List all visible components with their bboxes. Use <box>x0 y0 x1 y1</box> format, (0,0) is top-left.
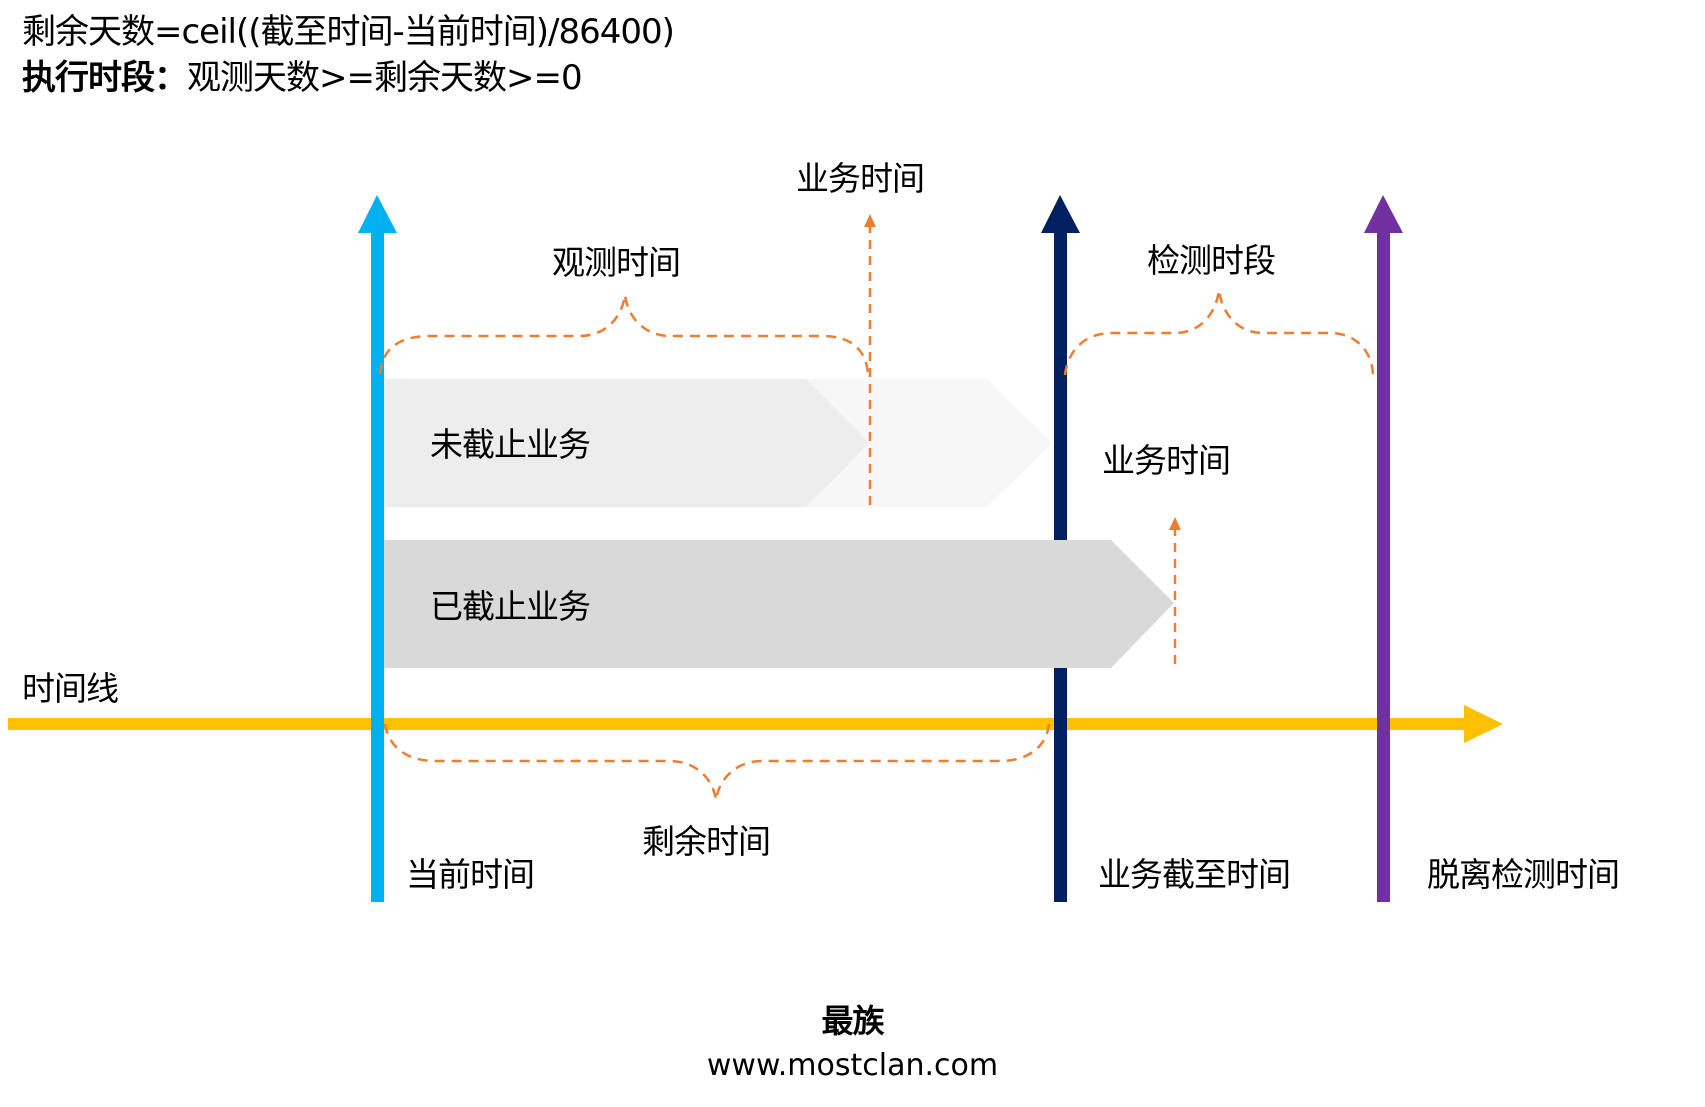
detach-detection-time-label: 脱离检测时间 <box>1427 855 1619 894</box>
deadline-arrowhead <box>1041 195 1080 233</box>
formula-execution-label: 执行时段： <box>22 58 188 98</box>
business-time-label-right: 业务时间 <box>1102 441 1230 480</box>
timeline-arrowhead <box>1464 705 1503 743</box>
detection-period-brace <box>1063 289 1375 376</box>
detach-time-line <box>1377 230 1390 902</box>
current-time-label: 当前时间 <box>406 855 534 894</box>
deadline-time-label: 业务截至时间 <box>1098 855 1290 894</box>
unexpired-business-bar <box>384 379 869 507</box>
observation-time-label: 观测时间 <box>552 243 680 282</box>
remaining-time-label: 剩余时间 <box>642 822 770 861</box>
business-time-arrowhead-right <box>1169 517 1181 530</box>
current-time-arrowhead <box>358 195 397 233</box>
timeline-shaft <box>8 718 1468 730</box>
detach-time-arrowhead <box>1364 195 1403 233</box>
formula-remaining-days: 剩余天数=ceil((截至时间-当前时间)/86400) <box>22 12 675 52</box>
brand-name: 最族 <box>821 1002 884 1040</box>
expired-business-label: 已截止业务 <box>430 587 590 626</box>
brand-url: www.mostclan.com <box>706 1048 999 1083</box>
remaining-time-brace <box>383 723 1051 801</box>
expired-business-bar <box>384 540 1174 668</box>
current-time-line <box>371 230 384 902</box>
formula-execution-condition: 观测天数>=剩余天数>=0 <box>187 58 583 98</box>
deadline-line-bottom <box>1054 668 1067 902</box>
business-time-arrowhead-top <box>864 214 876 227</box>
unexpired-business-label: 未截止业务 <box>430 425 590 464</box>
detection-period-label: 检测时段 <box>1147 241 1275 280</box>
business-time-label-top: 业务时间 <box>796 159 924 198</box>
observation-time-brace <box>378 294 870 375</box>
formula-execution-period: 执行时段：观测天数>=剩余天数>=0 <box>22 56 583 100</box>
deadline-line-top <box>1054 230 1067 540</box>
timeline-label: 时间线 <box>22 669 118 708</box>
